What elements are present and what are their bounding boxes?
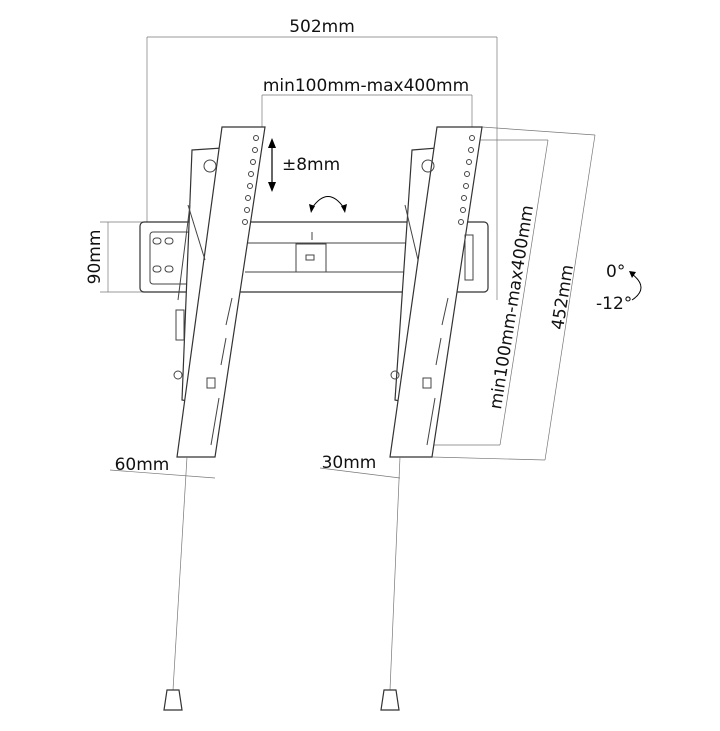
depth-left-label: 60mm bbox=[115, 455, 170, 475]
bracket-length-label: 452mm bbox=[548, 263, 578, 331]
right-bracket bbox=[389, 126, 483, 458]
plate-height-label: 90mm bbox=[85, 230, 105, 285]
vesa-vertical-label: min100mm-max400mm bbox=[486, 204, 538, 411]
rotation-arrow-icon bbox=[309, 196, 347, 213]
overall-width-label: 502mm bbox=[289, 17, 355, 37]
cord-weight-right bbox=[380, 689, 400, 711]
dimension-lines bbox=[100, 36, 596, 479]
tilt-arrow-icon bbox=[629, 271, 642, 301]
bracket-holes bbox=[242, 135, 259, 225]
tilt-max-label: 0° bbox=[606, 262, 625, 282]
left-bracket bbox=[173, 126, 266, 458]
vesa-horizontal-label: min100mm-max400mm bbox=[263, 76, 469, 96]
tilt-min-label: -12° bbox=[596, 294, 632, 314]
cord-weight-left bbox=[163, 689, 183, 711]
height-adjust-arrow-icon bbox=[268, 138, 276, 192]
pull-cords bbox=[163, 456, 401, 711]
height-adjust-label: ±8mm bbox=[282, 155, 340, 175]
bracket-holes bbox=[458, 135, 475, 225]
depth-right-label: 30mm bbox=[322, 453, 377, 473]
